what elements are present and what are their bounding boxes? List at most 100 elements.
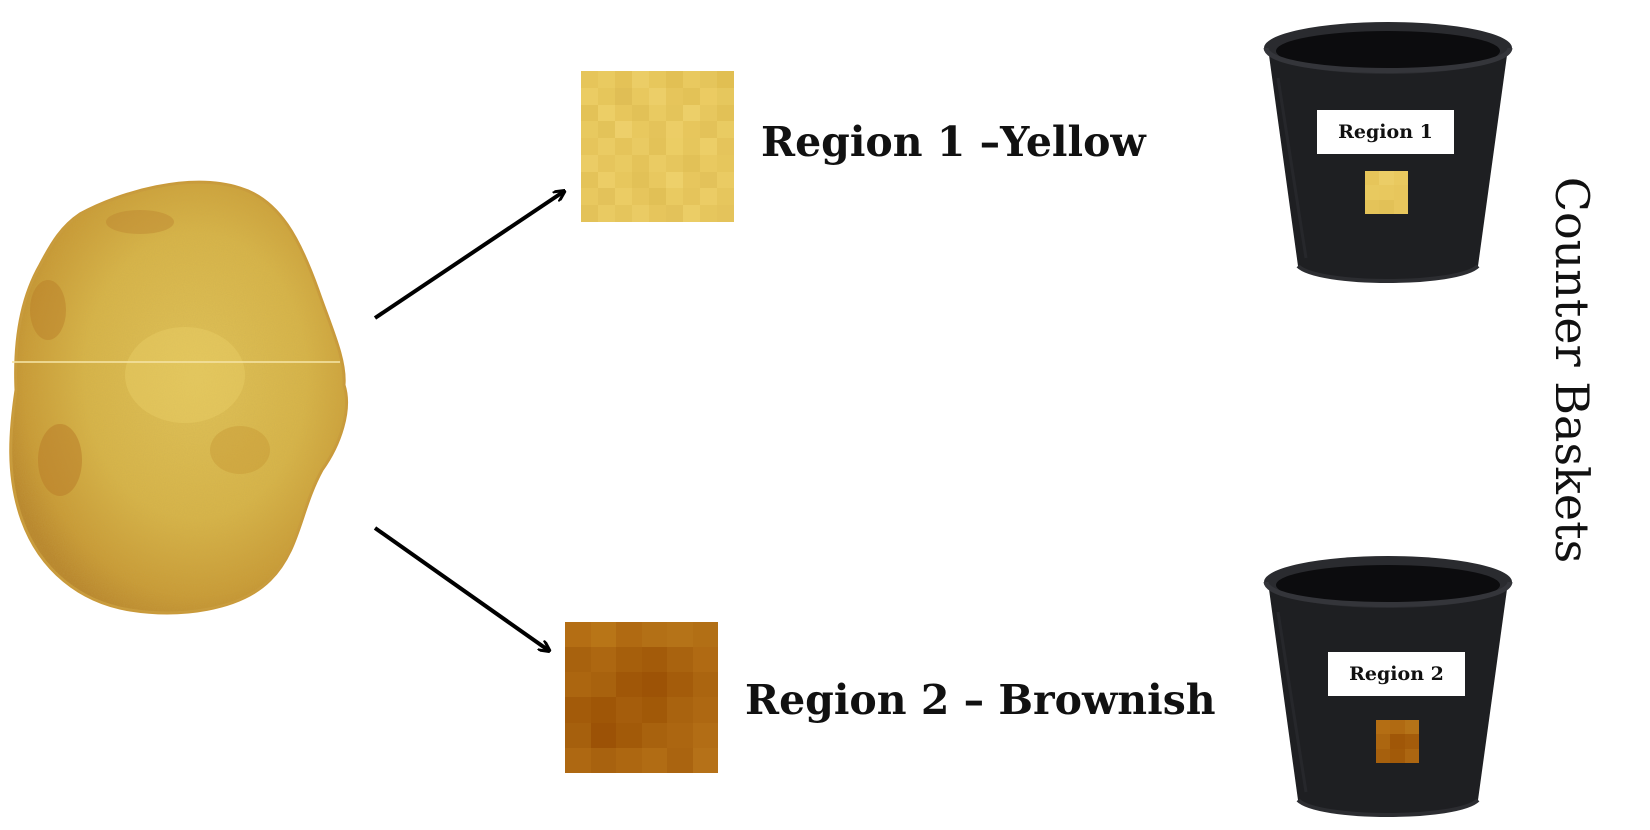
swatch-pixel bbox=[632, 87, 649, 105]
swatch-pixel bbox=[632, 71, 649, 88]
swatch-pixel bbox=[1404, 734, 1419, 749]
swatch-pixel bbox=[565, 647, 591, 673]
swatch-pixel bbox=[615, 154, 632, 172]
swatch-pixel bbox=[667, 647, 693, 673]
swatch-pixel bbox=[667, 622, 693, 648]
swatch-pixel bbox=[717, 205, 734, 222]
swatch-pixel bbox=[683, 104, 700, 122]
swatch-pixel bbox=[590, 672, 616, 698]
swatch-pixel bbox=[616, 672, 642, 698]
swatch-pixel bbox=[692, 747, 718, 773]
swatch-pixel bbox=[1365, 185, 1380, 200]
swatch-pixel bbox=[649, 171, 666, 189]
swatch-pixel bbox=[700, 104, 717, 122]
swatch-pixel bbox=[641, 672, 667, 698]
swatch-pixel bbox=[700, 188, 717, 206]
swatch-pixel bbox=[565, 722, 591, 748]
swatch-pixel bbox=[1379, 199, 1394, 214]
swatch-pixel bbox=[667, 697, 693, 723]
swatch-pixel bbox=[641, 647, 667, 673]
swatch-pixel bbox=[565, 622, 591, 648]
swatch-pixel bbox=[590, 697, 616, 723]
swatch-pixel bbox=[565, 672, 591, 698]
swatch-pixel bbox=[565, 747, 591, 773]
swatch-pixel bbox=[692, 622, 718, 648]
side-title-container: Counter Baskets bbox=[1545, 160, 1600, 610]
swatch-pixel bbox=[666, 171, 683, 189]
swatch-pixel bbox=[692, 697, 718, 723]
swatch-pixel bbox=[717, 104, 734, 122]
swatch-pixel bbox=[666, 87, 683, 105]
swatch-pixel bbox=[649, 121, 666, 139]
swatch-pixel bbox=[616, 647, 642, 673]
swatch-pixel bbox=[700, 154, 717, 172]
swatch-pixel bbox=[666, 104, 683, 122]
swatch-pixel bbox=[649, 71, 666, 88]
swatch-pixel bbox=[632, 188, 649, 206]
counter-basket-1: Region 1 bbox=[1258, 18, 1518, 288]
swatch-pixel bbox=[666, 154, 683, 172]
swatch-pixel bbox=[615, 138, 632, 155]
swatch-pixel bbox=[1365, 171, 1380, 186]
swatch-pixel bbox=[598, 171, 615, 189]
swatch-pixel bbox=[641, 622, 667, 648]
swatch-pixel bbox=[1379, 185, 1394, 200]
swatch-pixel bbox=[565, 697, 591, 723]
swatch-pixel bbox=[1393, 185, 1408, 200]
swatch-pixel bbox=[649, 87, 666, 105]
swatch-pixel bbox=[1376, 734, 1391, 749]
swatch-pixel bbox=[598, 71, 615, 88]
swatch-pixel bbox=[615, 87, 632, 105]
swatch-pixel bbox=[692, 672, 718, 698]
swatch-pixel bbox=[666, 188, 683, 206]
swatch-pixel bbox=[717, 121, 734, 139]
region-1-label: Region 1 –Yellow bbox=[761, 118, 1146, 166]
swatch-pixel bbox=[1390, 748, 1405, 763]
swatch-pixel bbox=[616, 722, 642, 748]
swatch-pixel bbox=[683, 154, 700, 172]
basket-1-tag: Region 1 bbox=[1317, 110, 1454, 154]
swatch-pixel bbox=[666, 71, 683, 88]
swatch-pixel bbox=[683, 205, 700, 222]
swatch-pixel bbox=[1390, 720, 1405, 735]
swatch-pixel bbox=[692, 647, 718, 673]
swatch-pixel bbox=[615, 104, 632, 122]
swatch-pixel bbox=[683, 71, 700, 88]
swatch-pixel bbox=[649, 138, 666, 155]
swatch-pixel bbox=[666, 121, 683, 139]
swatch-pixel bbox=[692, 722, 718, 748]
basket-2-tag: Region 2 bbox=[1328, 652, 1465, 696]
swatch-pixel bbox=[581, 71, 598, 88]
swatch-pixel bbox=[615, 71, 632, 88]
swatch-pixel bbox=[581, 171, 598, 189]
swatch-pixel bbox=[717, 188, 734, 206]
side-title: Counter Baskets bbox=[1545, 176, 1599, 564]
swatch-pixel bbox=[616, 622, 642, 648]
swatch-pixel bbox=[581, 188, 598, 206]
swatch-pixel bbox=[632, 171, 649, 189]
swatch-pixel bbox=[581, 87, 598, 105]
swatch-pixel bbox=[700, 121, 717, 139]
arrow-to-region-1 bbox=[373, 192, 563, 320]
swatch-pixel bbox=[1404, 720, 1419, 735]
swatch-pixel bbox=[1393, 199, 1408, 214]
basket-1-swatch bbox=[1365, 171, 1408, 214]
swatch-pixel bbox=[581, 205, 598, 222]
swatch-pixel bbox=[683, 138, 700, 155]
swatch-pixel bbox=[581, 154, 598, 172]
swatch-pixel bbox=[590, 722, 616, 748]
swatch-pixel bbox=[598, 87, 615, 105]
swatch-pixel bbox=[590, 647, 616, 673]
swatch-pixel bbox=[590, 747, 616, 773]
potato-chip-image bbox=[9, 180, 349, 615]
swatch-pixel bbox=[598, 205, 615, 222]
swatch-pixel bbox=[1390, 734, 1405, 749]
swatch-pixel bbox=[667, 672, 693, 698]
swatch-pixel bbox=[598, 121, 615, 139]
swatch-pixel bbox=[598, 154, 615, 172]
swatch-pixel bbox=[615, 188, 632, 206]
swatch-pixel bbox=[667, 747, 693, 773]
swatch-pixel bbox=[649, 104, 666, 122]
swatch-pixel bbox=[598, 104, 615, 122]
swatch-pixel bbox=[632, 205, 649, 222]
